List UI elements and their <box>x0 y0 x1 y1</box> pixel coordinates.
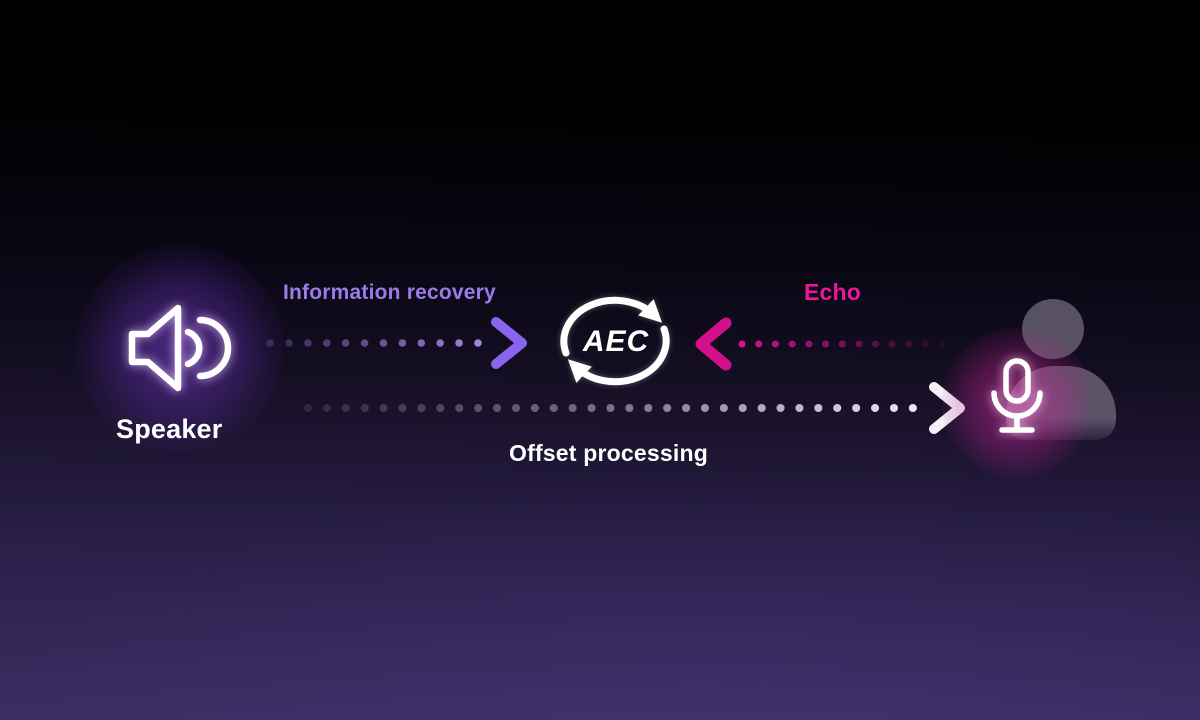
speaker-label: Speaker <box>116 414 223 444</box>
echo-label: Echo <box>804 279 862 305</box>
mic-capsule <box>1003 358 1031 404</box>
microphone-icon <box>991 358 1043 433</box>
offset-processing-label: Offset processing <box>509 440 708 466</box>
chevron-right-icon <box>491 317 527 369</box>
aec-node: AEC <box>554 289 678 393</box>
speaker-wave-small <box>184 328 203 368</box>
aec-label: AEC <box>582 325 650 359</box>
speaker-icon <box>128 304 232 392</box>
information-recovery-label: Information recovery <box>283 281 496 304</box>
cycle-arrow-bottom <box>567 325 670 386</box>
offset-processing-arrow <box>304 382 965 434</box>
speaker-wave-large <box>196 316 232 380</box>
person-head <box>1022 299 1084 359</box>
speaker-body <box>128 304 182 392</box>
aec-cycle-icon <box>560 296 670 386</box>
chevron-right-icon <box>929 382 965 434</box>
cycle-arrow-top <box>560 296 663 357</box>
mic-cradle <box>991 390 1043 419</box>
chevron-left-icon <box>695 317 732 371</box>
echo-arrow <box>695 317 948 371</box>
information-recovery-arrow <box>266 317 527 369</box>
